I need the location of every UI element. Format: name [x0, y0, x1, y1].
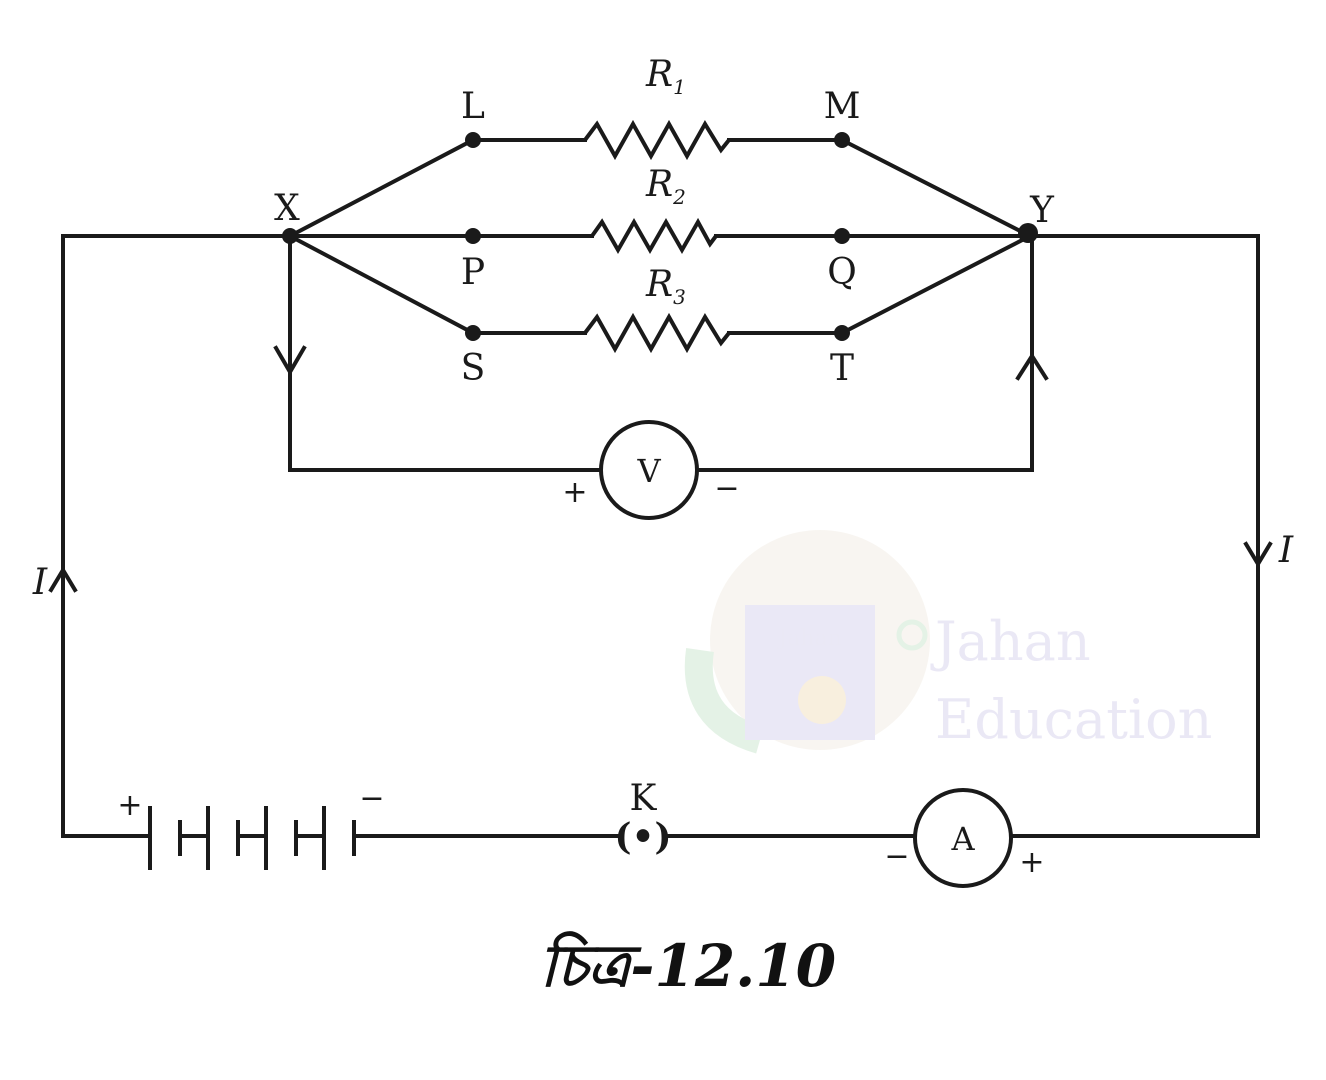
ammeter [913, 788, 1013, 888]
key: K (•) [614, 778, 671, 858]
arrow-down-right [1243, 541, 1273, 568]
current-arrows: I I [32, 530, 1294, 603]
current-label-left: I [32, 562, 48, 603]
resistor-labels: R1 R2 R3 [645, 54, 686, 309]
label-m: M [824, 86, 861, 127]
bottom-margin [0, 1010, 1326, 1080]
wire-right [1009, 234, 1260, 838]
resistor-r3 [583, 312, 731, 354]
wire-x-s [287, 233, 476, 336]
node-s [465, 325, 481, 341]
ammeter-minus: − [884, 839, 909, 874]
voltmeter-plus: + [562, 475, 587, 510]
label-t: T [830, 348, 854, 389]
wire-left [61, 234, 292, 838]
arrow-down-voltmeter [273, 345, 307, 376]
current-label-right: I [1278, 530, 1294, 571]
resistor-r1 [583, 119, 731, 161]
branch-r1 [287, 119, 1033, 239]
point-labels: L M X Y P Q S T [274, 86, 1055, 389]
label-r2: R2 [645, 164, 686, 209]
node-q [834, 228, 850, 244]
figure-caption: চিত্র-12.10 [540, 931, 836, 1000]
watermark-face [798, 676, 846, 724]
watermark-dot [896, 619, 928, 651]
resistor-r2 [590, 217, 718, 255]
watermark-line2: Education [935, 688, 1212, 751]
battery: + − [117, 781, 385, 870]
wire-x-voltmeter [288, 234, 602, 472]
ammeter-plus: + [1019, 845, 1044, 880]
watermark-line1: Jahan [930, 610, 1091, 673]
label-l: L [461, 86, 485, 127]
branch-r2 [288, 217, 1032, 255]
circuit-diagram: Jahan Jahan Education [32, 54, 1294, 1000]
nodes [282, 132, 1038, 341]
ammeter-symbol: A [950, 820, 975, 858]
node-t [834, 325, 850, 341]
label-k: K [630, 778, 658, 819]
label-x: X [274, 188, 300, 229]
label-r2-sub: 2 [672, 185, 686, 209]
wire-t-y [839, 233, 1033, 336]
arrow-up-left [48, 566, 78, 593]
battery-minus: − [359, 781, 384, 816]
label-p: P [461, 252, 485, 293]
node-m [834, 132, 850, 148]
battery-plus: + [117, 788, 142, 823]
label-y: Y [1029, 190, 1055, 231]
wire-x-l [287, 137, 476, 239]
wire-voltmeter-y [696, 234, 1034, 472]
label-r3: R3 [645, 264, 686, 309]
label-r3-main: R [645, 264, 673, 305]
node-p [465, 228, 481, 244]
watermark-badge-text: Jahan [776, 626, 841, 651]
voltmeter [599, 420, 699, 520]
voltmeter-branch: V + − [273, 234, 1049, 520]
figure-page: Jahan Jahan Education [31, 54, 1294, 1000]
label-r1-sub: 1 [673, 75, 686, 99]
voltmeter-minus: − [714, 471, 739, 506]
ammeter-group: A − + [884, 788, 1045, 888]
label-s: S [461, 348, 486, 389]
key-symbol: (•) [614, 816, 671, 858]
node-x [282, 228, 298, 244]
label-r1-main: R [645, 54, 673, 95]
outer-loop [61, 234, 1260, 838]
wire-m-y [839, 137, 1033, 239]
label-r1: R1 [645, 54, 686, 99]
arrow-up-voltmeter [1015, 352, 1049, 381]
node-l [465, 132, 481, 148]
voltmeter-symbol: V [636, 452, 661, 490]
watermark: Jahan Jahan Education [684, 530, 1212, 754]
node-y [1018, 223, 1038, 243]
label-r2-main: R [645, 164, 673, 205]
label-r3-sub: 3 [673, 285, 686, 309]
label-q: Q [827, 252, 857, 293]
branch-r3 [287, 233, 1033, 354]
